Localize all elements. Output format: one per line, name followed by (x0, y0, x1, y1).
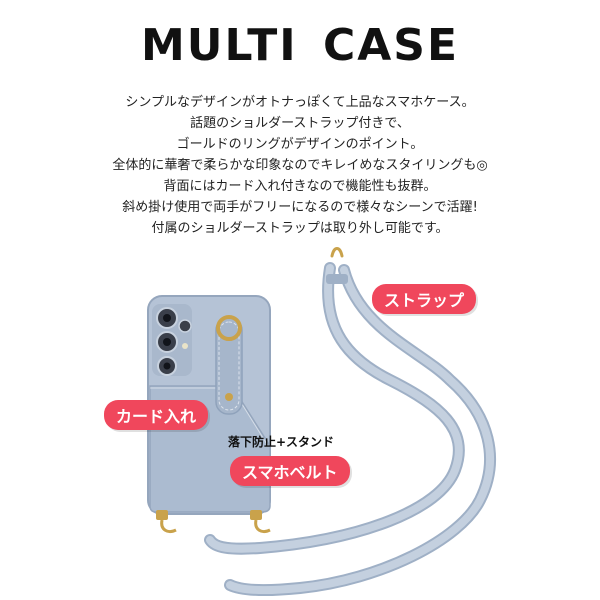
description-line: 全体的に華奢で柔らかな印象なのでキレイめなスタイリングも◎ (112, 158, 488, 173)
description-line: 背面にはカード入れ付きなので機能性も抜群。 (163, 179, 437, 194)
belt-feature-label: 落下防止+スタンド (228, 435, 335, 449)
description-line: シンプルなデザインがオトナっぽくて上品なスマホケース。 (125, 95, 475, 110)
description-line: 斜め掛け使用で両手がフリーになるので様々なシーンで活躍! (122, 200, 478, 215)
card-pocket-label: カード入れ (104, 400, 209, 430)
page-title: MULTI CASE (140, 20, 460, 71)
phone-belt-label: スマホベルト (230, 456, 350, 486)
product-description: シンプルなデザインがオトナっぽくて上品なスマホケース。 話題のショルダーストラッ… (0, 92, 600, 239)
strap-label: ストラップ (372, 284, 477, 314)
description-line: 付属のショルダーストラップは取り外し可能です。 (151, 221, 449, 236)
description-line: ゴールドのリングがデザインのポイント。 (176, 137, 424, 152)
shoulder-strap (204, 247, 496, 597)
product-illustration (147, 247, 496, 597)
description-line: 話題のショルダーストラップ付きで、 (190, 116, 410, 131)
